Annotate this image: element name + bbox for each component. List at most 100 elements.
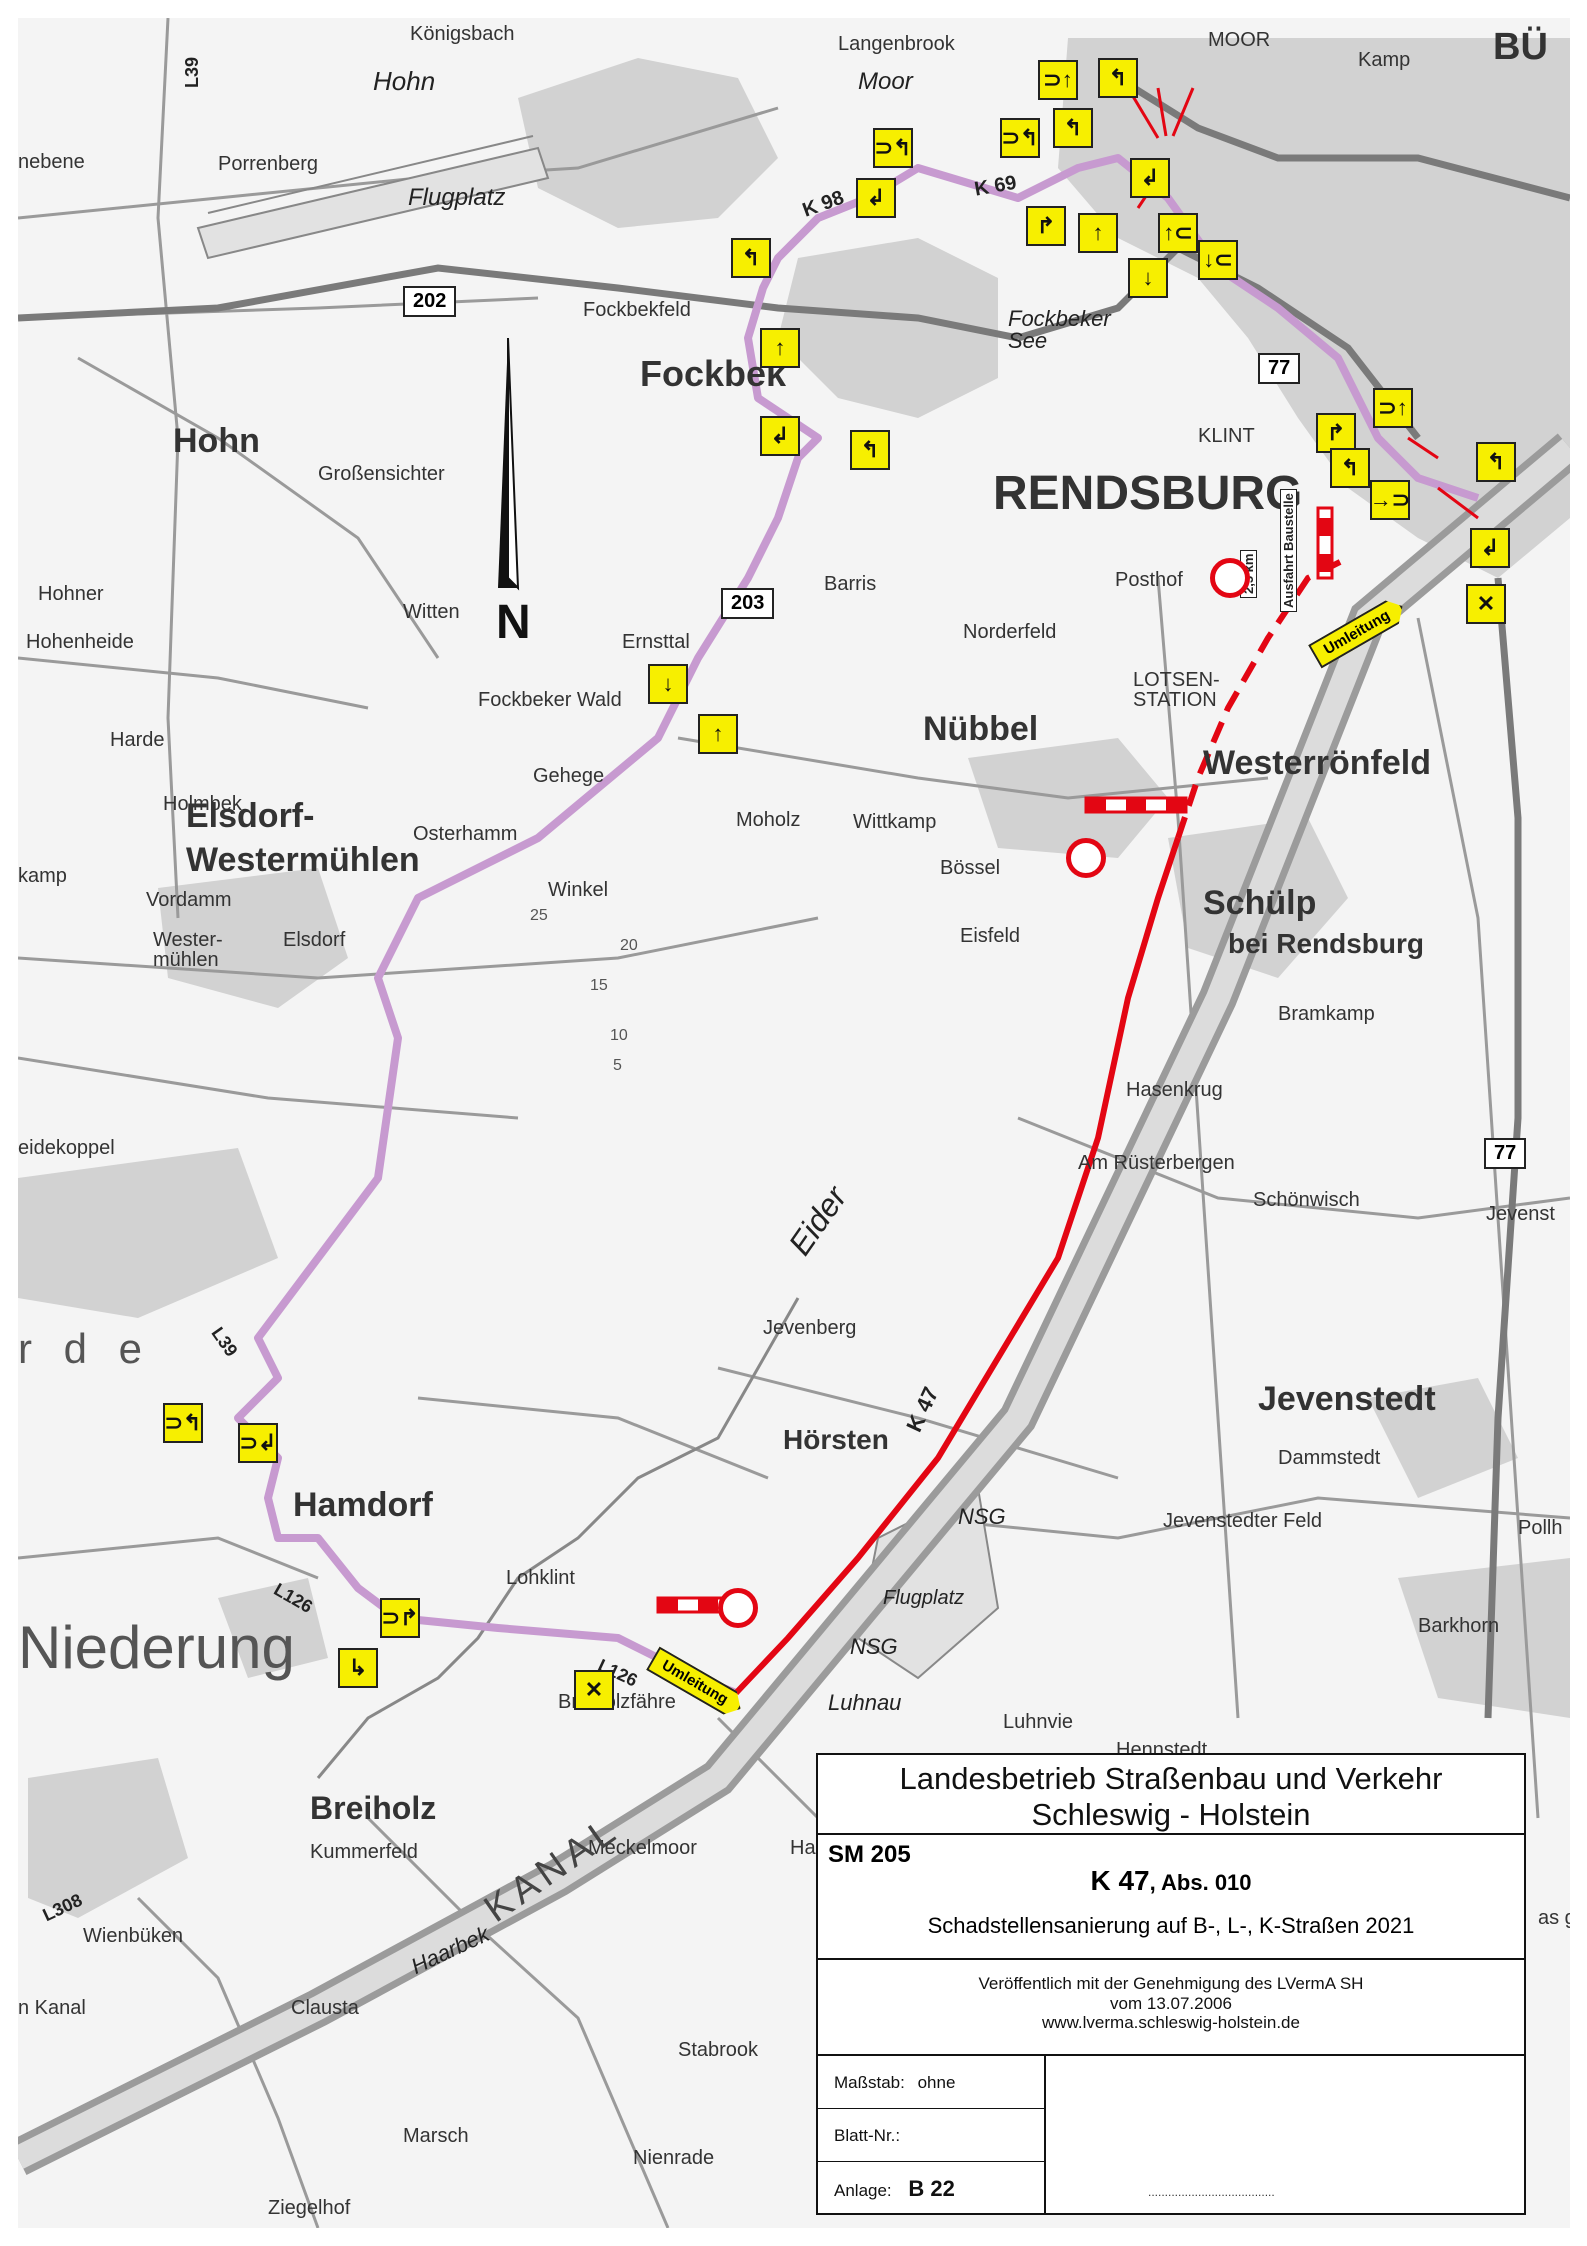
place-bei-rendsburg: bei Rendsburg xyxy=(1228,928,1425,959)
place-hasenkrug: Hasenkrug xyxy=(1126,1079,1223,1101)
place-schuelp: Schülp xyxy=(1203,884,1317,922)
org-line-2: Schleswig - Holstein xyxy=(1031,1797,1311,1832)
place-winkel: Winkel xyxy=(548,879,609,901)
arrow-icon: ↑⊂ xyxy=(1163,220,1193,245)
place-posthof: Posthof xyxy=(1115,569,1183,591)
place-nuebbel: Nübbel xyxy=(923,710,1039,748)
lane-sign: ↱ xyxy=(1026,206,1066,246)
arrow-icon: ⊃↑ xyxy=(1043,67,1073,92)
place-bramkamp: Bramkamp xyxy=(1278,1003,1375,1025)
signature-line: ...................................... xyxy=(1148,2185,1275,2199)
place-eisfeld: Eisfeld xyxy=(960,925,1021,947)
place-bue: BÜ xyxy=(1493,26,1548,68)
place-ziegelhof: Ziegelhof xyxy=(268,2197,351,2219)
lane-sign: →⊃ xyxy=(1370,480,1410,520)
closed-road-k47 xyxy=(733,837,1181,1696)
no-entry-sign xyxy=(1066,838,1106,878)
lane-sign: ✕ xyxy=(574,1670,614,1710)
place-wienbueken: Wienbüken xyxy=(83,1925,184,1947)
place-am-ruesterbergen: Am Rüsterbergen xyxy=(1078,1152,1235,1174)
place-ha: Ha xyxy=(790,1837,816,1859)
arrow-icon: ⊃↰ xyxy=(874,135,912,160)
place-moholz: Moholz xyxy=(736,809,801,831)
place-hohenheide: Hohenheide xyxy=(26,631,134,653)
arrow-icon: ↱ xyxy=(1036,213,1056,238)
org-line-1: Landesbetrieb Straßenbau und Verkehr xyxy=(899,1761,1443,1796)
place-vordamm: Vordamm xyxy=(146,889,232,911)
lane-sign: ↑ xyxy=(760,328,800,368)
settlement-areas xyxy=(18,38,1570,1918)
place-hohn-top: Hohn xyxy=(373,66,436,96)
place-jevenstedt: Jevenstedt xyxy=(1258,1380,1436,1418)
arrow-icon: ⊃↲ xyxy=(239,1430,277,1455)
place-pollh: Pollh xyxy=(1518,1517,1563,1539)
place-rde: r d e xyxy=(18,1325,153,1372)
place-boessel: Bössel xyxy=(940,857,1001,879)
eider-river xyxy=(316,1297,800,1779)
lane-sign: ↑ xyxy=(698,714,738,754)
place-elsdorf: Elsdorf xyxy=(283,929,346,951)
place-lohklint: Lohklint xyxy=(506,1567,575,1589)
arrow-icon: ↰ xyxy=(1486,449,1506,474)
place-flugplatz: Flugplatz xyxy=(408,184,506,211)
place-nienrade: Nienrade xyxy=(633,2147,715,2169)
place-hamdorf: Hamdorf xyxy=(293,1486,433,1524)
place-fockbeker-see: Fockbeker See xyxy=(1008,306,1111,353)
place-westerroenfeld: Westerrönfeld xyxy=(1203,744,1431,782)
lane-sign: ↓ xyxy=(648,664,688,704)
place-nebene: nebene xyxy=(18,151,85,173)
lane-sign: ↲ xyxy=(1130,158,1170,198)
sheet-label: Blatt-Nr.: xyxy=(834,2126,901,2145)
place-westermuehlen-small: Wester-mühlen xyxy=(153,929,223,971)
lane-sign: ⊃↑ xyxy=(1038,60,1078,100)
road-section: , Abs. 010 xyxy=(1149,1870,1252,1895)
place-moor-caps: MOOR xyxy=(1208,29,1271,51)
road-b203: 203 xyxy=(721,588,775,619)
arrow-icon: →⊃ xyxy=(1369,487,1411,512)
arrow-icon: ↰ xyxy=(860,437,880,462)
closed-road-k47-dashed xyxy=(1175,555,1350,839)
lane-sign: ✕ xyxy=(1466,584,1506,624)
lane-sign: ↲ xyxy=(1470,528,1510,568)
arrow-icon: ↰ xyxy=(1108,65,1128,90)
place-osterhamm: Osterhamm xyxy=(413,823,518,845)
scale-value: ohne xyxy=(917,2073,956,2092)
place-nsg-2: NSG xyxy=(850,1634,898,1659)
license-line-3: www.lverma.schleswig-holstein.de xyxy=(1042,2013,1300,2033)
place-nsg-1: NSG xyxy=(958,1504,1006,1529)
map-graphics: N xyxy=(18,18,1570,2228)
arrow-icon: ⊃↰ xyxy=(164,1410,202,1435)
arrow-icon: ⊃↑ xyxy=(1378,395,1408,420)
place-jevenstedter-feld: Jevenstedter Feld xyxy=(1163,1510,1322,1532)
place-grossensichter: Großensichter xyxy=(318,463,445,485)
place-kamp: Kamp xyxy=(1358,49,1411,71)
arrow-icon: ↓ xyxy=(662,671,674,696)
title-license: Veröffentlich mit der Genehmigung des LV… xyxy=(818,1960,1524,2056)
title-project: SM 205 K 47, Abs. 010 Schadstellensanier… xyxy=(818,1835,1524,1960)
lane-sign: ⊃↑ xyxy=(1373,388,1413,428)
place-fockbekfeld: Fockbekfeld xyxy=(583,299,691,321)
place-harde: Harde xyxy=(110,729,165,751)
place-asg: as g xyxy=(1538,1907,1570,1929)
place-niederung: Niederung xyxy=(18,1614,295,1681)
title-org: Landesbetrieb Straßenbau und Verkehr Sch… xyxy=(818,1755,1524,1835)
construction-barriers xyxy=(656,506,1334,1614)
place-jevenberg: Jevenberg xyxy=(763,1317,857,1339)
lane-sign: ⊃↰ xyxy=(873,128,913,168)
lane-sign: ↑⊂ xyxy=(1158,213,1198,253)
detour-map: N Königsbach Hohn Langenbrook Moor MOOR … xyxy=(18,18,1570,2228)
arrow-icon: ↲ xyxy=(866,185,886,210)
place-norderfeld: Norderfeld xyxy=(963,621,1057,643)
lane-sign: ↲ xyxy=(760,416,800,456)
place-moor: Moor xyxy=(858,68,913,95)
lane-sign: ↳ xyxy=(338,1648,378,1688)
place-luhnvie: Luhnvie xyxy=(1003,1711,1074,1733)
place-jevenst: Jevenst xyxy=(1486,1203,1555,1225)
annex-cell: Anlage: B 22 xyxy=(818,2162,1044,2215)
arrow-icon: ✕ xyxy=(1476,591,1496,616)
place-n-kanal: n Kanal xyxy=(18,1997,86,2019)
lane-sign: ↰ xyxy=(1098,58,1138,98)
lane-sign: ⊃↲ xyxy=(238,1423,278,1463)
place-breiholz: Breiholz xyxy=(310,1790,437,1826)
road-l39-top: L39 xyxy=(182,56,202,88)
